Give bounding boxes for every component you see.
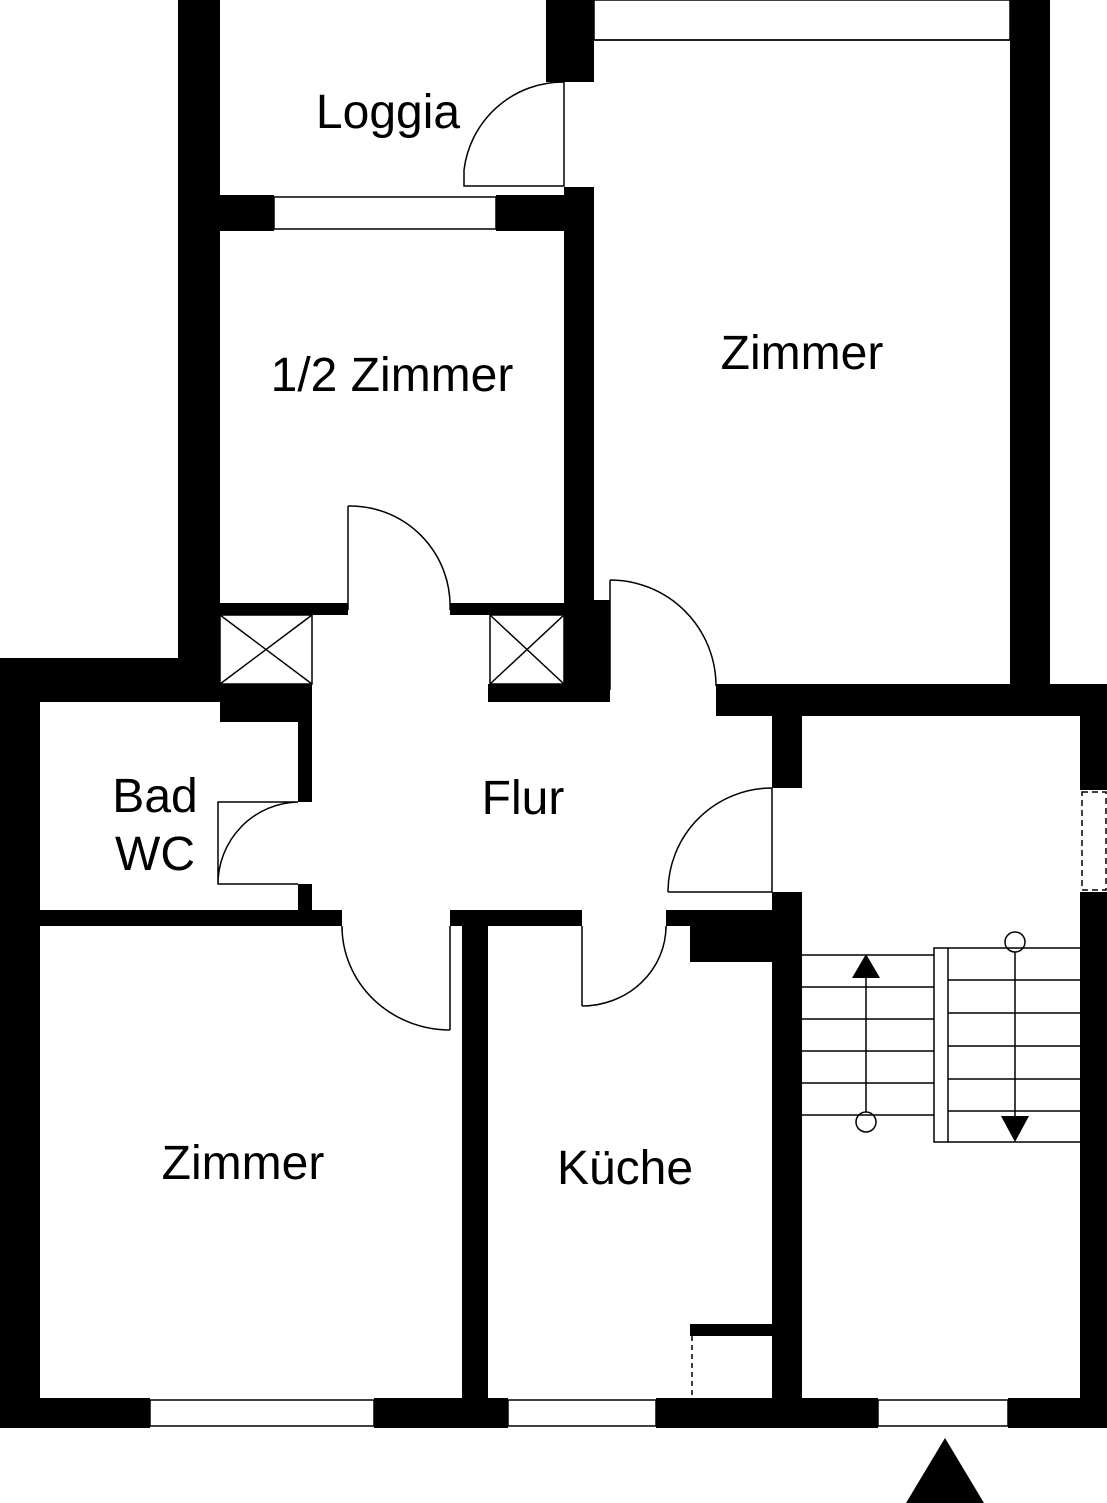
room-labels: Loggia 1/2 Zimmer Zimmer Bad WC Flur Zim…	[112, 86, 883, 1195]
door-bath	[217, 801, 299, 885]
stair-down-arrow-icon	[1001, 931, 1029, 1142]
label-kitchen: Küche	[557, 1142, 693, 1195]
door-room-lower	[341, 925, 451, 1031]
door-staircase	[667, 787, 773, 893]
windows	[149, 0, 1107, 1427]
door-kitchen	[581, 925, 667, 1007]
window-staircase-east	[1081, 791, 1107, 891]
window-loggia-zimmer	[593, 0, 1011, 41]
window-room-lower	[149, 1399, 375, 1427]
shafts	[219, 614, 565, 685]
staircase	[802, 931, 1080, 1143]
entrance-arrow-icon	[906, 1438, 984, 1503]
door-room-upper	[609, 579, 717, 690]
window-staircase-south	[877, 1399, 1009, 1427]
stair-up-arrow-icon	[852, 954, 880, 1133]
label-bath: Bad	[112, 770, 197, 823]
door-half-room	[347, 505, 451, 611]
window-half-room	[273, 196, 497, 230]
label-wc: WC	[115, 828, 195, 881]
label-room-upper: Zimmer	[721, 327, 884, 380]
window-kitchen	[507, 1399, 657, 1427]
label-loggia: Loggia	[316, 86, 460, 139]
interior-walls	[40, 0, 802, 1412]
label-room-lower: Zimmer	[162, 1137, 325, 1190]
doors	[217, 81, 773, 1398]
label-hall: Flur	[482, 772, 565, 825]
door-loggia	[463, 81, 565, 187]
label-half-room: 1/2 Zimmer	[271, 349, 514, 402]
